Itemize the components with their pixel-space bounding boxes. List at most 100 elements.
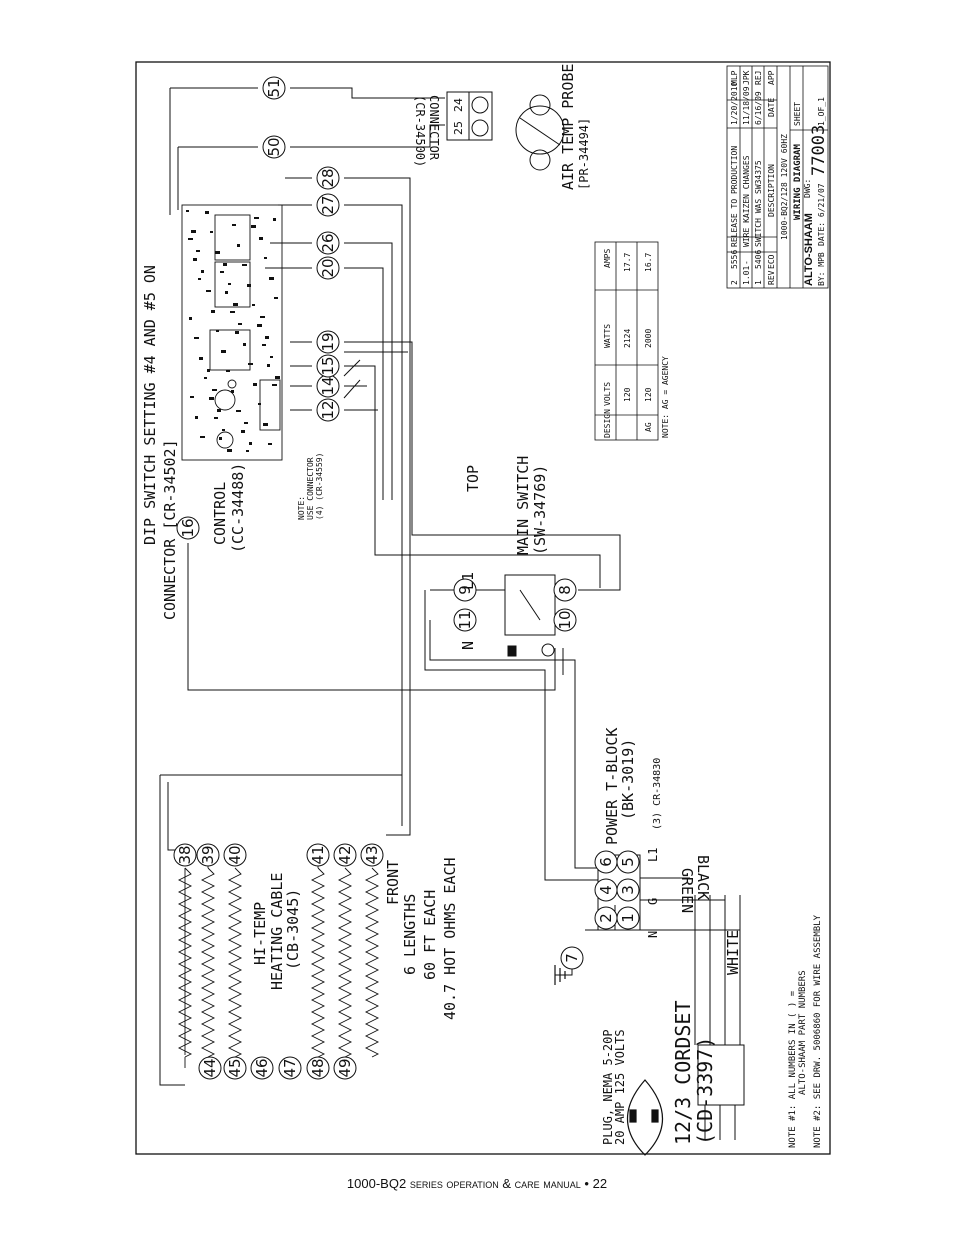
board-component: [215, 251, 220, 254]
terminal-1: 1: [616, 906, 640, 930]
spec-header-volts: VOLTS: [603, 382, 612, 406]
terminal-circle: [196, 843, 220, 867]
board-component: [221, 350, 226, 353]
rev-header-rev: REV: [767, 270, 776, 285]
board-component: [196, 250, 200, 252]
spec-row-2-amps: 16.7: [644, 253, 653, 272]
terminal-number: 3: [619, 885, 637, 895]
board-component: [232, 224, 236, 226]
board-component: [230, 311, 235, 313]
rev-row-0-desc: RELEASE TO PRODUCTION: [730, 146, 739, 247]
terminal-circle: [278, 1056, 302, 1080]
terminal-circle: [316, 231, 340, 255]
terminal-number: 40: [226, 845, 244, 864]
board-component: [222, 429, 225, 431]
board-component: [275, 376, 280, 379]
board-component: [247, 284, 251, 287]
white-label: WHITE: [724, 930, 742, 975]
board-component: [188, 238, 193, 240]
terminal-circle: [333, 843, 357, 867]
terminal-number: 16: [179, 518, 197, 537]
board-component: [206, 290, 211, 292]
board-component: [235, 331, 239, 334]
terminal-circle: [316, 166, 340, 190]
board-component: [233, 303, 238, 306]
heating-label-3: (CB-3045): [284, 889, 302, 970]
connector-left-label: CONNECTOR [CR-34502]: [161, 439, 179, 620]
board-component: [191, 230, 196, 233]
board-component: [211, 310, 215, 313]
note1-line-a: NOTE #1: ALL NUMBERS IN ( ) =: [788, 990, 798, 1148]
terminal-number: 39: [199, 845, 217, 864]
board-component: [198, 278, 201, 280]
board-component: [209, 397, 214, 400]
rev-row-2-desc: SWITCH WAS SW34375: [754, 160, 763, 247]
control-part-label: (CC-34488): [229, 463, 247, 553]
terminal-circle: [198, 1056, 222, 1080]
lengths-label-3: 40.7 HOT OHMS EACH: [441, 857, 459, 1020]
board-component: [272, 384, 277, 386]
board-component: [260, 316, 265, 318]
board-component: [201, 270, 204, 273]
terminal-number: 2: [597, 913, 615, 923]
spec-row-2-volts: 120: [644, 387, 653, 402]
wiring: [159, 87, 741, 1086]
terminal-number: 48: [309, 1058, 327, 1077]
title-block-text: 2 5556 RELEASE TO PRODUCTION 1/20/2010 M…: [730, 70, 829, 286]
main-switch: [504, 574, 556, 657]
terminal-12: 12: [316, 398, 340, 422]
board-component: [248, 363, 253, 365]
sheet-label: SHEET: [793, 102, 802, 126]
connector-right-part: (CR-34500): [413, 95, 427, 167]
control-board-components: [186, 210, 280, 452]
footer-model: 1000-BQ2: [346, 1176, 407, 1191]
power-block-label: POWER T-BLOCK: [603, 728, 621, 845]
note-use-2: USE CONNECTOR: [306, 457, 315, 520]
terminal-circle: [360, 843, 384, 867]
terminal-number: 45: [226, 1058, 244, 1077]
l1-label: L1: [459, 572, 477, 590]
terminal-4: 4: [594, 878, 618, 902]
connector-right-label: CONNECTOR: [427, 95, 441, 161]
heating-label-1: HI-TEMP: [251, 902, 269, 965]
board-component: [194, 337, 199, 339]
terminal-50: 50: [262, 135, 286, 159]
footer-page-number: 22: [592, 1176, 608, 1191]
terminal-circle: [560, 946, 584, 970]
board-component: [262, 344, 266, 346]
rev-row-1-app: JPK: [742, 70, 751, 85]
terminal-number: 28: [319, 168, 337, 187]
board-component: [190, 396, 194, 398]
board-component: [241, 430, 245, 433]
heating-label-2: HEATING CABLE: [268, 873, 286, 990]
rev-header-date: DATE: [767, 98, 776, 117]
spec-row-2-watts: 2000: [644, 329, 653, 348]
terminal-circle: [223, 843, 247, 867]
title-block: [726, 65, 829, 289]
board-component: [244, 422, 248, 424]
terminal-circle: [306, 843, 330, 867]
plug-label-1: PLUG, NEMA 5-20P: [601, 1029, 615, 1145]
spec-table-text: DESIGN VOLTS WATTS AMPS 120 2124 17.7 AG…: [603, 249, 670, 438]
terminal-number: 38: [176, 845, 194, 864]
plug-label-2: 20 AMP 125 VOLTS: [613, 1029, 627, 1145]
rev-row-1-rev: 1.01: [742, 266, 751, 285]
heating-cable-zigzag: [177, 867, 193, 1058]
main-switch-part: (SW-34769): [531, 465, 549, 555]
terminal-number: 15: [319, 356, 337, 375]
spec-header-design: DESIGN: [603, 409, 612, 438]
spec-row-1-watts: 2124: [623, 329, 632, 348]
terminal-number: 5: [619, 857, 637, 867]
terminal-41: 41: [306, 843, 330, 867]
tb-n-label: N: [646, 931, 660, 938]
board-component: [220, 271, 224, 273]
terminal-14: 14: [316, 374, 340, 398]
board-component: [217, 409, 221, 412]
terminal-5: 5: [616, 850, 640, 874]
spec-note: NOTE: AG = AGENCY: [661, 356, 670, 438]
terminal-circle: [553, 608, 577, 632]
board-component: [264, 257, 267, 259]
terminal-46: 46: [250, 1056, 274, 1080]
heating-cable-zigzag: [310, 867, 326, 1058]
top-label: TOP: [464, 465, 482, 492]
